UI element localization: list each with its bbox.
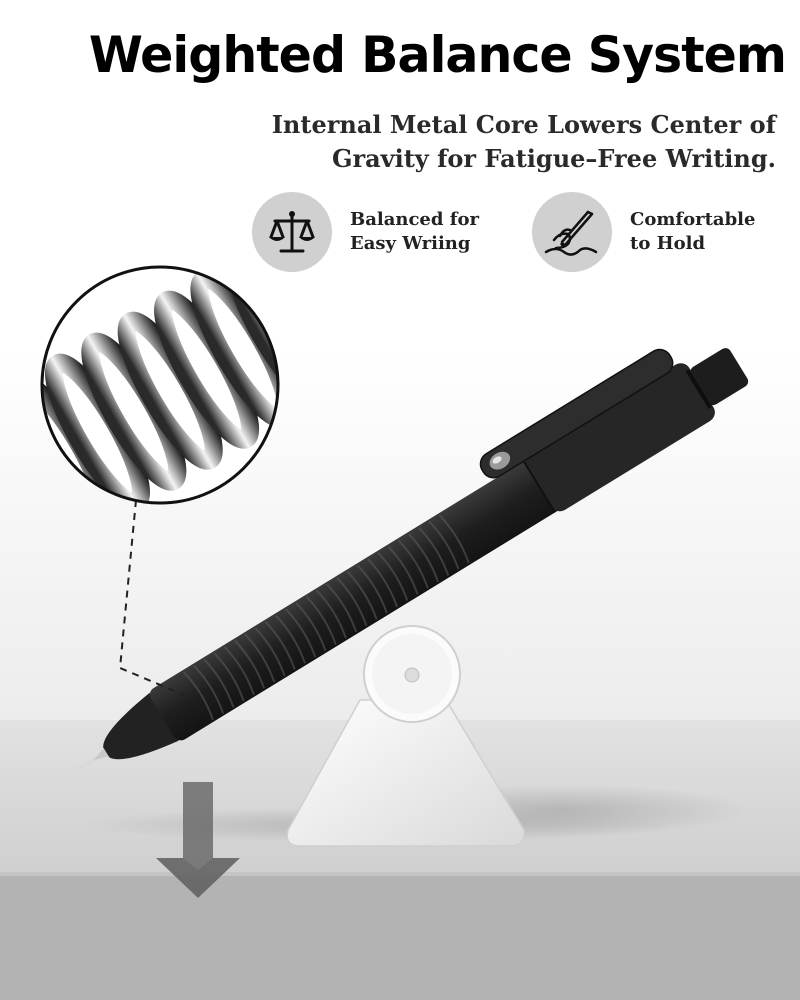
feature-comfortable: Comfortable to Hold <box>532 192 755 272</box>
hand-writing-icon <box>532 192 612 272</box>
subtitle-line-1: Internal Metal Core Lowers Center of <box>271 110 776 139</box>
page-title: Weighted Balance System <box>88 26 787 84</box>
feature-label-line: Comfortable <box>630 209 756 230</box>
feature-balanced: Balanced for Easy Wriing <box>252 192 479 272</box>
subtitle: Internal Metal Core Lowers Center of Gra… <box>156 108 776 176</box>
balance-stand <box>286 625 525 847</box>
feature-label-line: Easy Wriing <box>350 233 471 254</box>
pen <box>78 348 749 771</box>
subtitle-line-2: Gravity for Fatigue–Free Writing. <box>331 144 776 173</box>
coil-zoom <box>40 265 280 505</box>
balance-scale-icon <box>252 192 332 272</box>
feature-label-line: to Hold <box>630 233 706 254</box>
feature-label-line: Balanced for <box>350 209 479 230</box>
callout-line <box>118 499 197 701</box>
floor-front <box>0 872 800 1000</box>
gravity-arrow <box>156 782 240 898</box>
